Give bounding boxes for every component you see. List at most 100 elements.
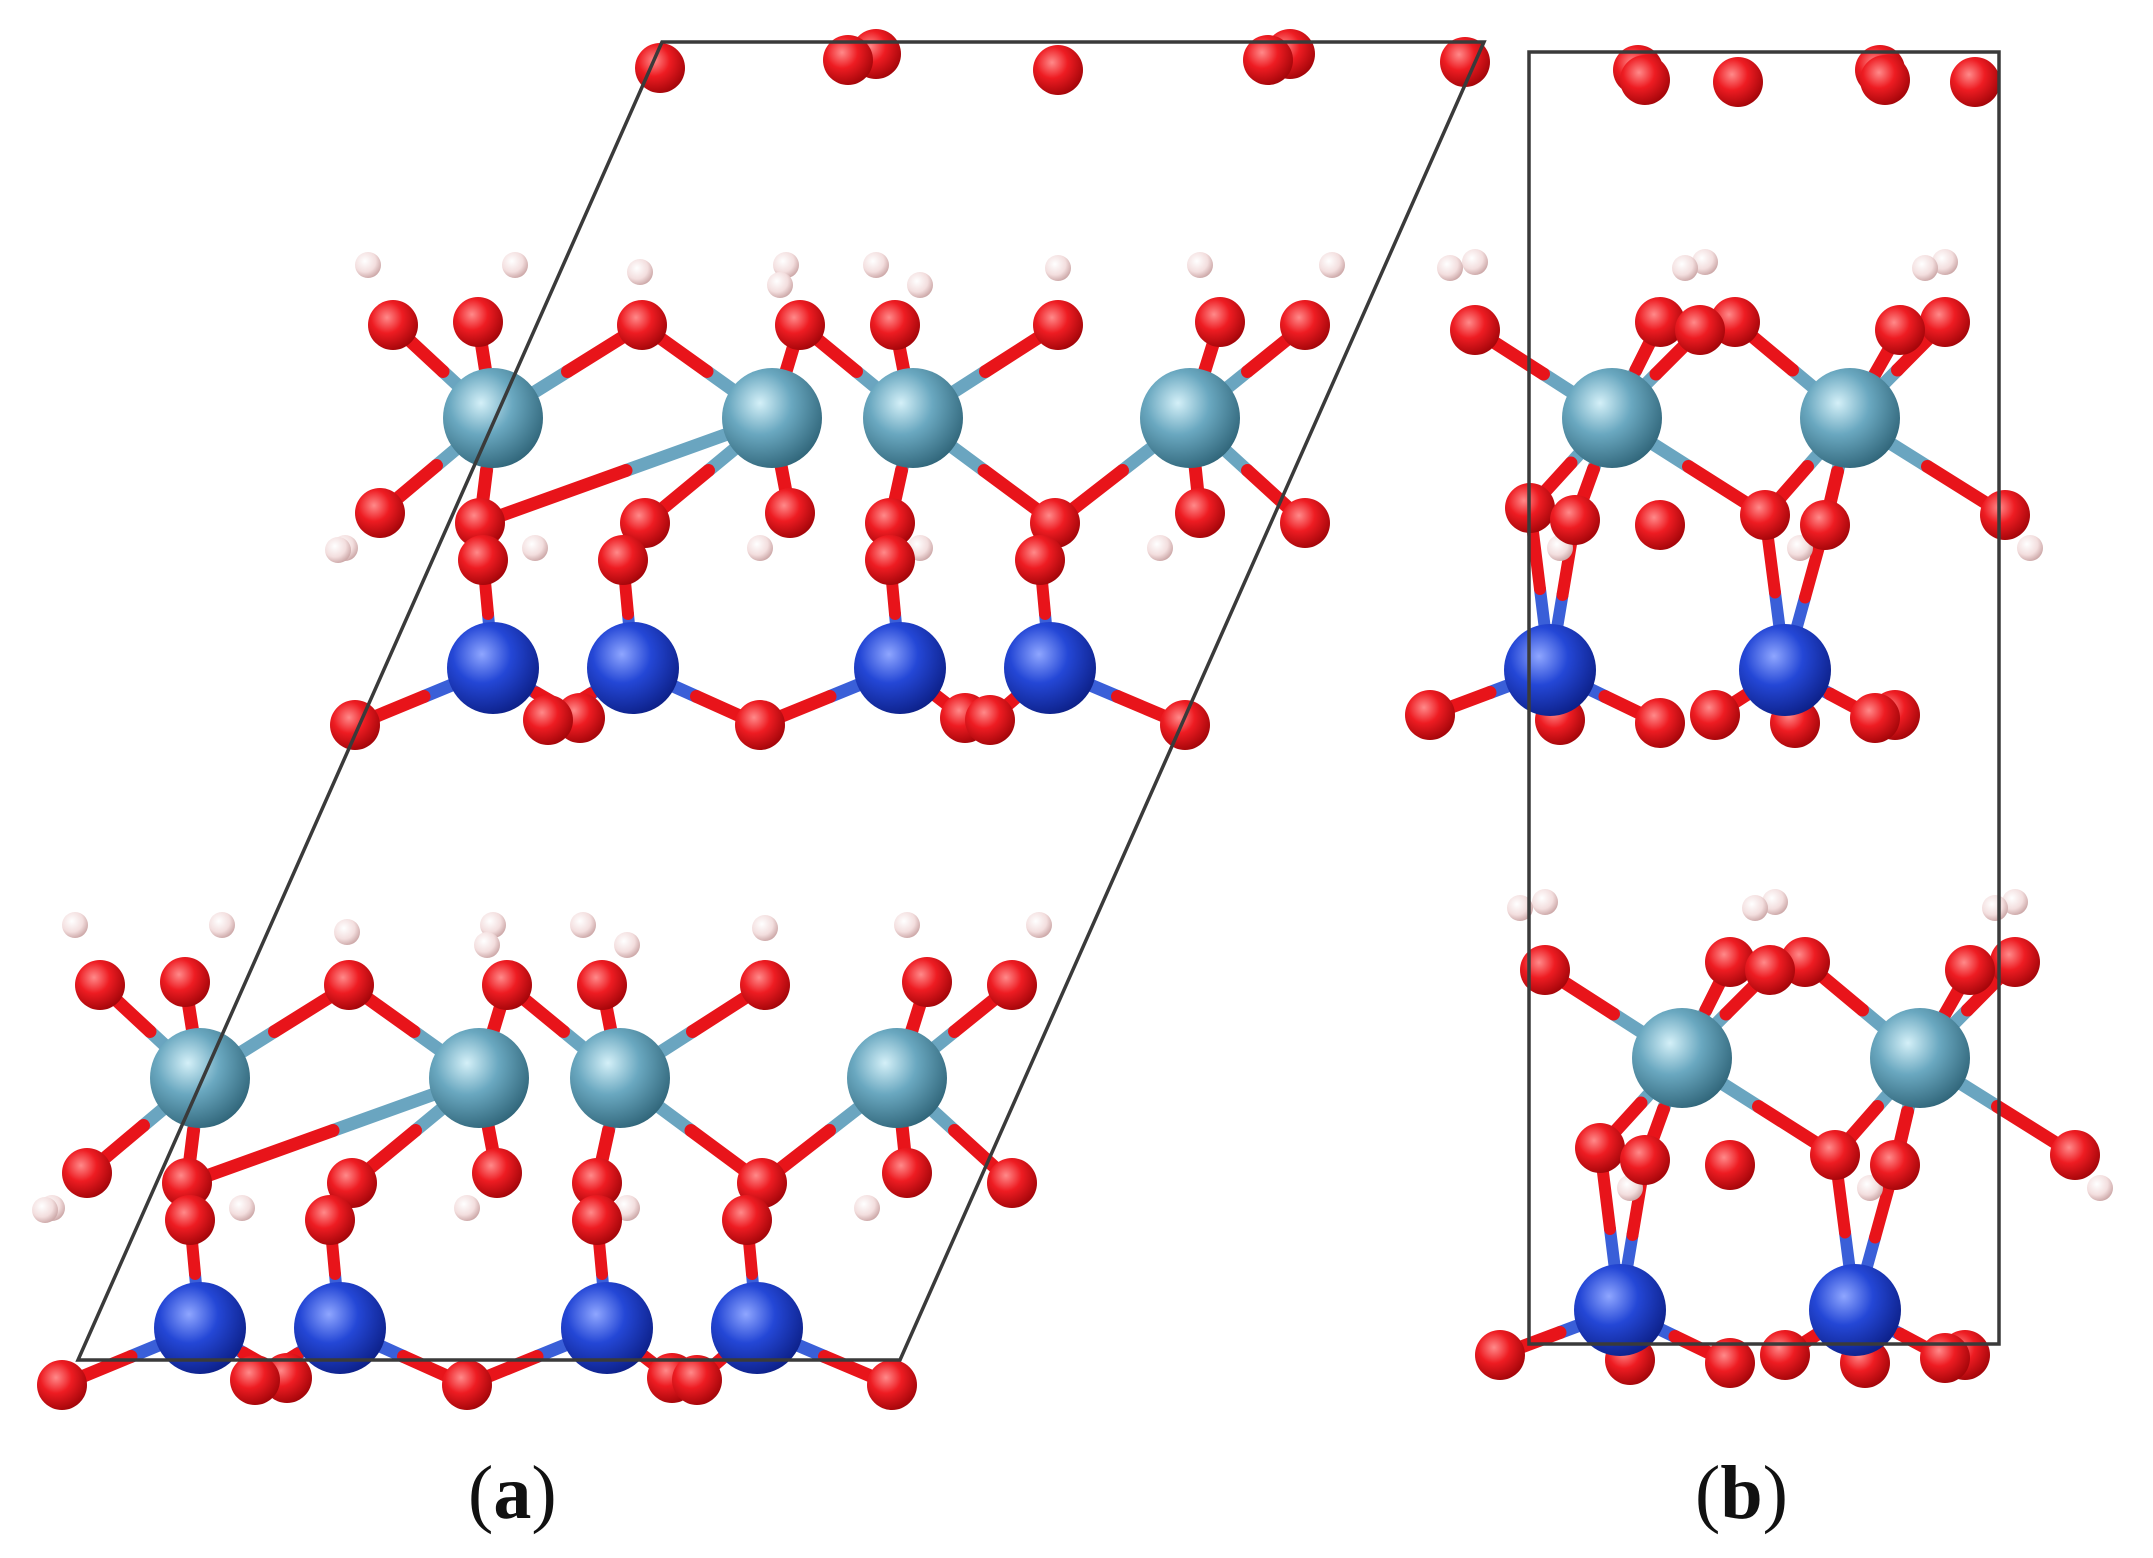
- hydrogen-atom: [747, 535, 773, 561]
- oxygen-atom: [987, 1158, 1037, 1208]
- oxygen-atom: [458, 535, 508, 585]
- oxygen-atom: [1850, 693, 1900, 743]
- oxygen-atom: [882, 1148, 932, 1198]
- oxygen-atom: [1550, 495, 1600, 545]
- oxygen-atom: [1990, 937, 2040, 987]
- oxygen-atom: [1243, 35, 1293, 85]
- unit-cell-layer: [75, 40, 2001, 1362]
- hydrogen-atom: [229, 1195, 255, 1221]
- hydrogen-atom: [863, 252, 889, 278]
- hydrogen-atom: [1762, 889, 1788, 915]
- oxygen-atom: [572, 1158, 622, 1208]
- metal-atom-teal: [1562, 368, 1662, 468]
- hydrogen-atom: [894, 912, 920, 938]
- oxygen-atom: [865, 498, 915, 548]
- oxygen-atom: [1745, 945, 1795, 995]
- hydrogen-atom: [1147, 535, 1173, 561]
- oxygen-atom: [1620, 55, 1670, 105]
- oxygen-atom: [1575, 1123, 1625, 1173]
- oxygen-atom: [1675, 305, 1725, 355]
- oxygen-atom: [1475, 1330, 1525, 1380]
- oxygen-atom: [37, 1360, 87, 1410]
- oxygen-atom: [1945, 945, 1995, 995]
- oxygen-atom: [482, 960, 532, 1010]
- bond-segment: [180, 1124, 340, 1190]
- metal-atom-blue: [1504, 624, 1596, 716]
- oxygen-atom: [355, 488, 405, 538]
- oxygen-atom: [1520, 945, 1570, 995]
- metal-atom-teal: [863, 368, 963, 468]
- oxygen-atom: [775, 300, 825, 350]
- hydrogen-atom: [1026, 912, 1052, 938]
- hydrogen-atom: [1912, 255, 1938, 281]
- oxygen-atom: [617, 300, 667, 350]
- oxygen-atom: [1690, 690, 1740, 740]
- oxygen-atom: [1440, 37, 1490, 87]
- metal-atom-blue: [1809, 1264, 1901, 1356]
- hydrogen-atom: [1692, 249, 1718, 275]
- oxygen-atom: [867, 1360, 917, 1410]
- oxygen-atom: [722, 1195, 772, 1245]
- oxygen-atom: [1635, 297, 1685, 347]
- metal-atom-teal: [722, 368, 822, 468]
- panel-label-a: (a): [468, 1451, 557, 1535]
- oxygen-atom: [1810, 1130, 1860, 1180]
- oxygen-atom: [598, 535, 648, 585]
- oxygen-atom: [324, 960, 374, 1010]
- oxygen-atom: [823, 35, 873, 85]
- oxygen-atom: [453, 297, 503, 347]
- oxygen-atom: [1635, 698, 1685, 748]
- metal-atom-teal: [570, 1028, 670, 1128]
- hydrogen-atom: [1437, 255, 1463, 281]
- oxygen-atom: [1800, 500, 1850, 550]
- metal-atom-teal: [1800, 368, 1900, 468]
- panel-label-b: (b): [1695, 1451, 1788, 1535]
- metal-atom-teal: [847, 1028, 947, 1128]
- oxygen-atom: [1635, 500, 1685, 550]
- oxygen-atom: [62, 1148, 112, 1198]
- hydrogen-atom: [854, 1195, 880, 1221]
- oxygen-atom: [165, 1195, 215, 1245]
- oxygen-atom: [635, 43, 685, 93]
- oxygen-atom: [740, 960, 790, 1010]
- oxygen-atom: [1980, 490, 2030, 540]
- oxygen-atom: [987, 960, 1037, 1010]
- metal-atom-blue: [587, 622, 679, 714]
- hydrogen-atom: [32, 1197, 58, 1223]
- hydrogen-atom: [773, 252, 799, 278]
- metal-atom-blue: [561, 1282, 653, 1374]
- bond-segment: [473, 464, 633, 530]
- oxygen-atom: [472, 1148, 522, 1198]
- oxygen-atom: [1920, 297, 1970, 347]
- metal-atom-blue: [1004, 622, 1096, 714]
- oxygen-atom: [1280, 498, 1330, 548]
- oxygen-atom: [765, 488, 815, 538]
- hydrogen-atom: [1187, 252, 1213, 278]
- oxygen-atom: [442, 1360, 492, 1410]
- oxygen-atom: [1920, 1333, 1970, 1383]
- hydrogen-atom: [209, 912, 235, 938]
- hydrogen-atom: [570, 912, 596, 938]
- hydrogen-atom: [1507, 895, 1533, 921]
- oxygen-atom: [162, 1158, 212, 1208]
- oxygen-atom: [1195, 297, 1245, 347]
- oxygen-atom: [1705, 937, 1755, 987]
- hydrogen-atom: [502, 252, 528, 278]
- hydrogen-atom: [767, 272, 793, 298]
- oxygen-atom: [1033, 45, 1083, 95]
- bond-layer: [55, 315, 2082, 1392]
- oxygen-atom: [1705, 1338, 1755, 1388]
- hydrogen-atom: [1932, 249, 1958, 275]
- oxygen-atom: [1175, 488, 1225, 538]
- oxygen-atom: [1450, 305, 1500, 355]
- hydrogen-atom: [2087, 1175, 2113, 1201]
- oxygen-atom: [1950, 57, 2000, 107]
- oxygen-atom: [1740, 490, 1790, 540]
- oxygen-atom: [160, 957, 210, 1007]
- hydrogen-atom: [325, 537, 351, 563]
- metal-atom-teal: [429, 1028, 529, 1128]
- metal-atom-teal: [1140, 368, 1240, 468]
- oxygen-atom: [1280, 300, 1330, 350]
- oxygen-atom: [1875, 305, 1925, 355]
